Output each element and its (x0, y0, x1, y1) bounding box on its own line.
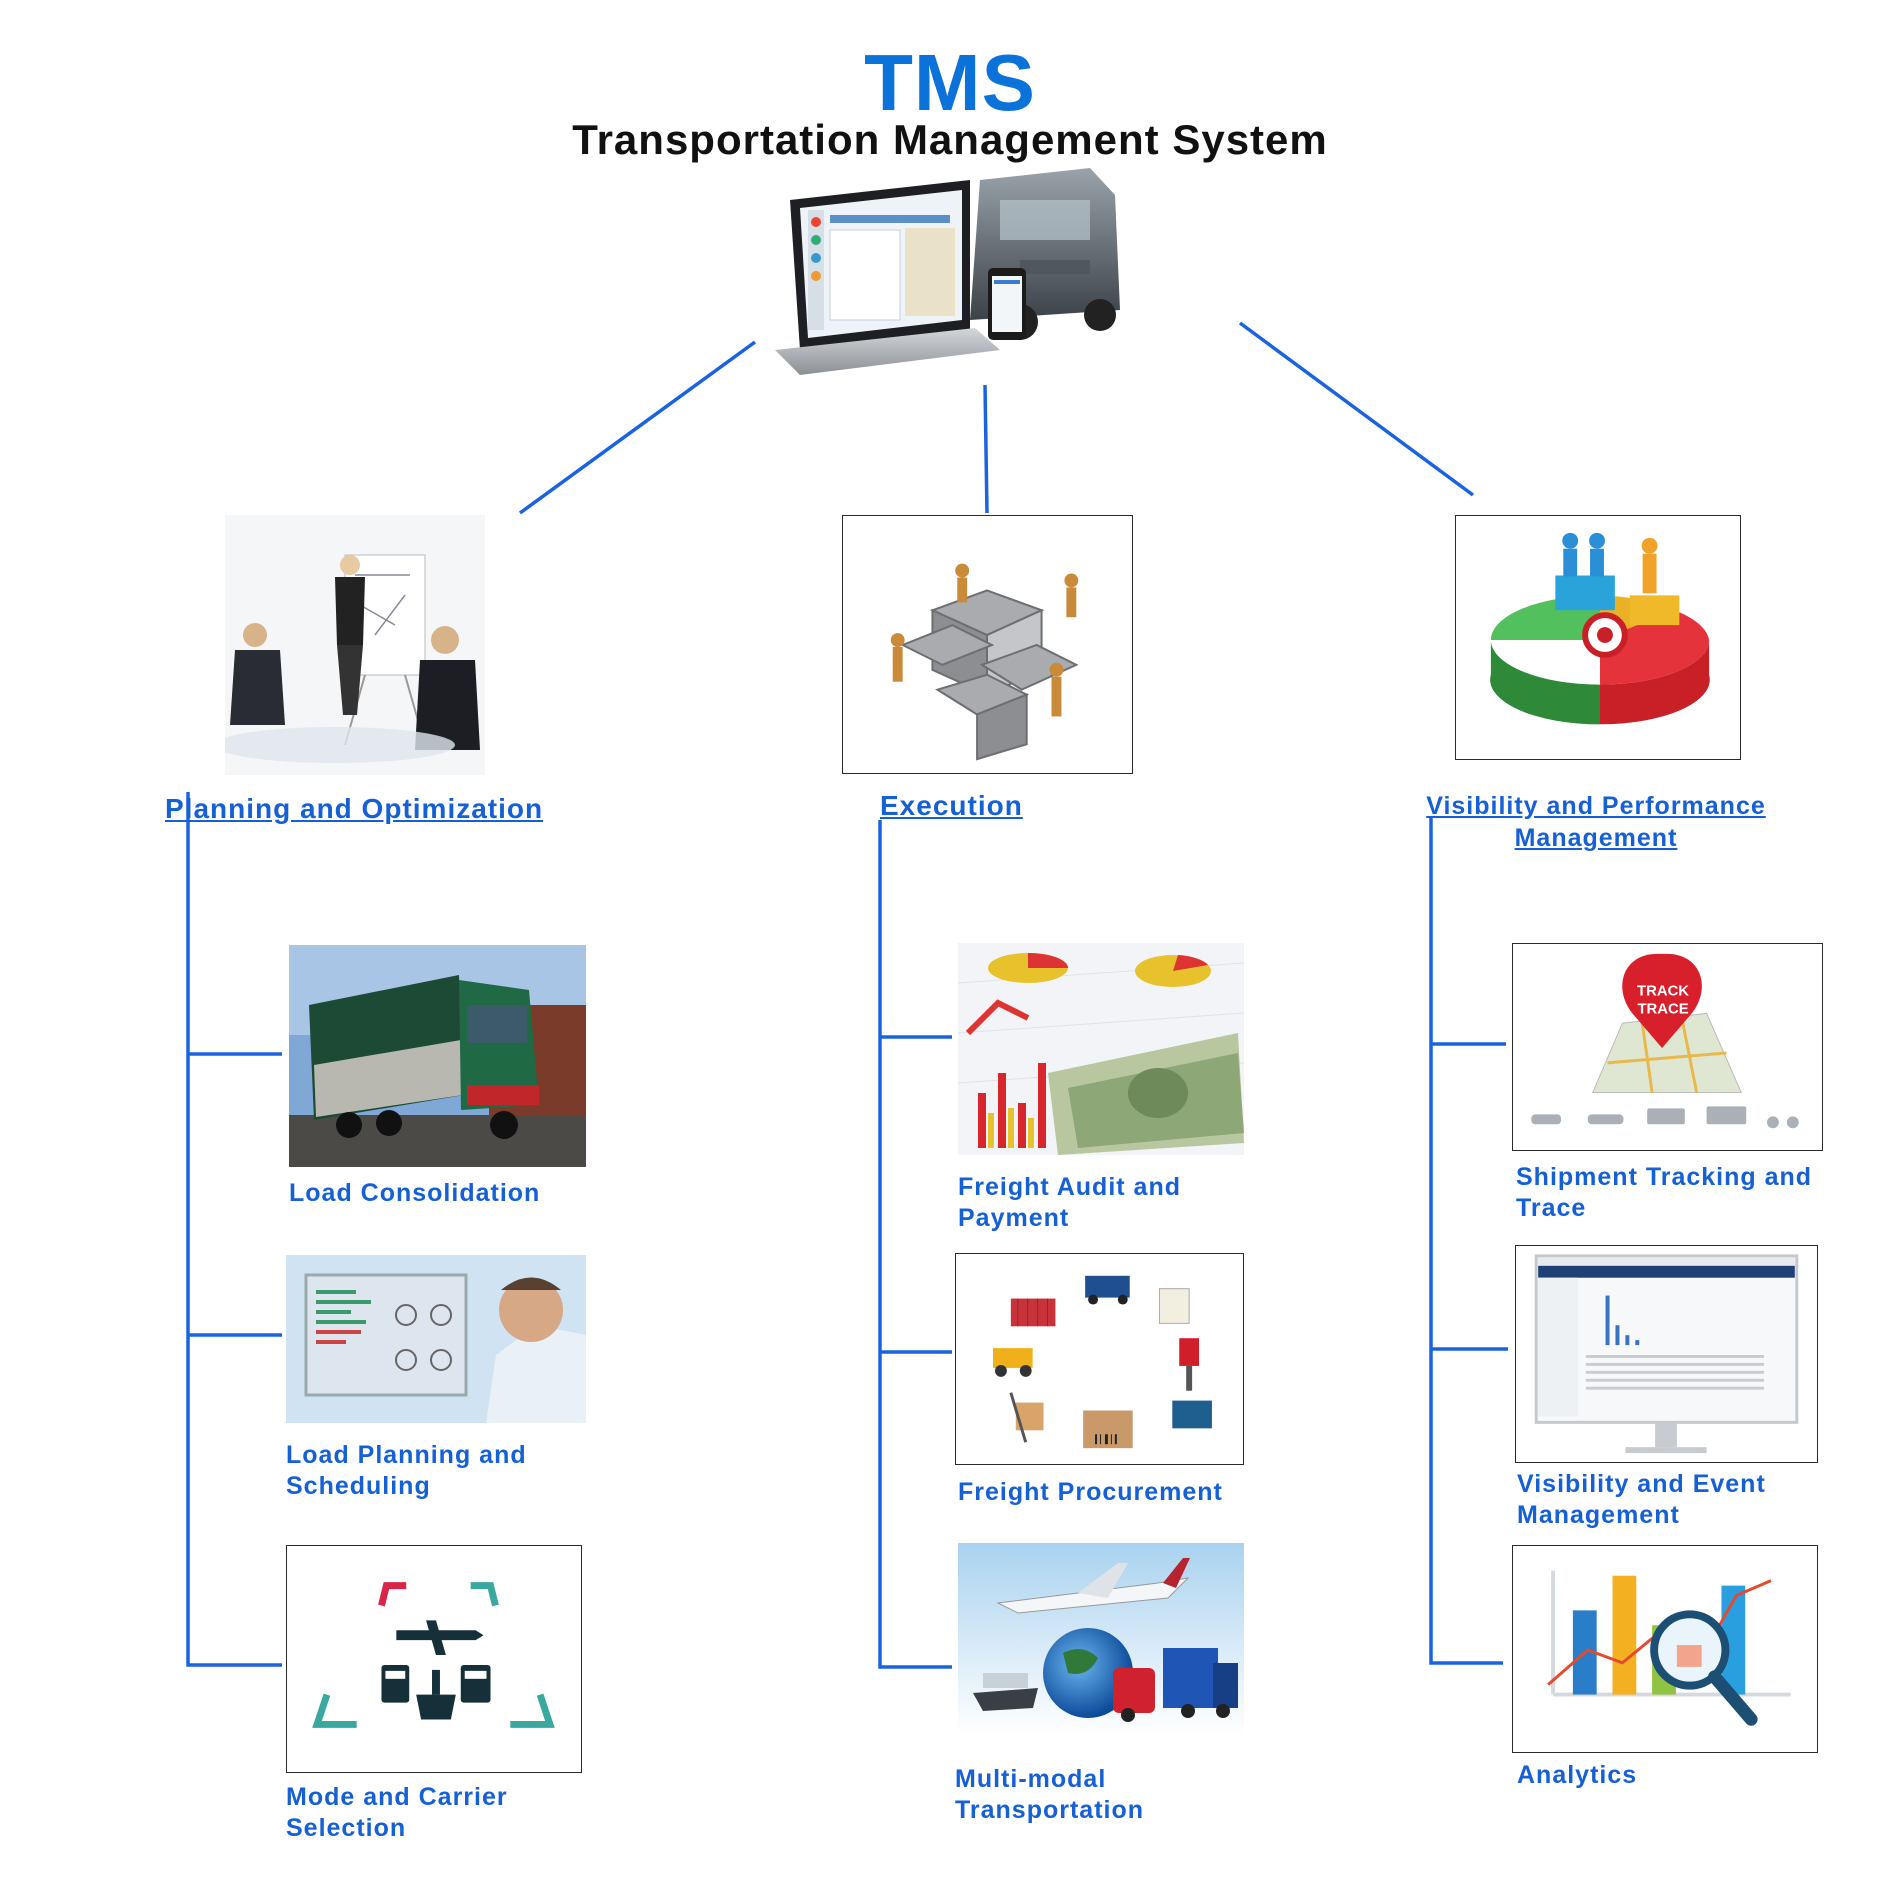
item-visibility-event[interactable]: Visibility and Event Management (1517, 1470, 1766, 1529)
shipment-tracking-image: TRACK TRACE (1512, 943, 1823, 1151)
track-badge-line1: TRACK (1637, 984, 1689, 1000)
hero-laptop-truck-image (770, 160, 1160, 385)
item-load-consolidation[interactable]: Load Consolidation (289, 1179, 541, 1207)
visibility-event-image (1515, 1245, 1818, 1463)
freight-procurement-image (955, 1253, 1244, 1465)
branch-title-visibility[interactable]: Visibility and Performance Management (1426, 792, 1766, 852)
analytics-image (1512, 1545, 1818, 1753)
page-title: TMS (864, 38, 1036, 127)
visibility-piechart-image (1455, 515, 1741, 760)
load-consolidation-image (289, 945, 586, 1167)
item-freight-procurement[interactable]: Freight Procurement (958, 1478, 1223, 1506)
page-subtitle: Transportation Management System (572, 116, 1328, 163)
planning-meeting-image (215, 515, 485, 775)
item-multimodal[interactable]: Multi-modal Transportation (955, 1765, 1145, 1824)
mode-carrier-image (286, 1545, 582, 1773)
track-badge-line2: TRACE (1637, 1001, 1688, 1017)
item-load-planning[interactable]: Load Planning and Scheduling (286, 1441, 527, 1500)
branch-title-planning[interactable]: Planning and Optimization (165, 793, 544, 824)
branch-title-execution[interactable]: Execution (880, 790, 1023, 821)
item-mode-carrier[interactable]: Mode and Carrier Selection (286, 1783, 508, 1842)
load-planning-image (286, 1255, 586, 1423)
item-analytics[interactable]: Analytics (1517, 1761, 1638, 1789)
item-shipment-tracking[interactable]: Shipment Tracking and Trace (1516, 1163, 1813, 1222)
execution-puzzle-image (842, 515, 1133, 774)
multimodal-image (958, 1543, 1244, 1735)
item-freight-audit[interactable]: Freight Audit and Payment (958, 1173, 1181, 1232)
freight-audit-image (958, 943, 1244, 1155)
